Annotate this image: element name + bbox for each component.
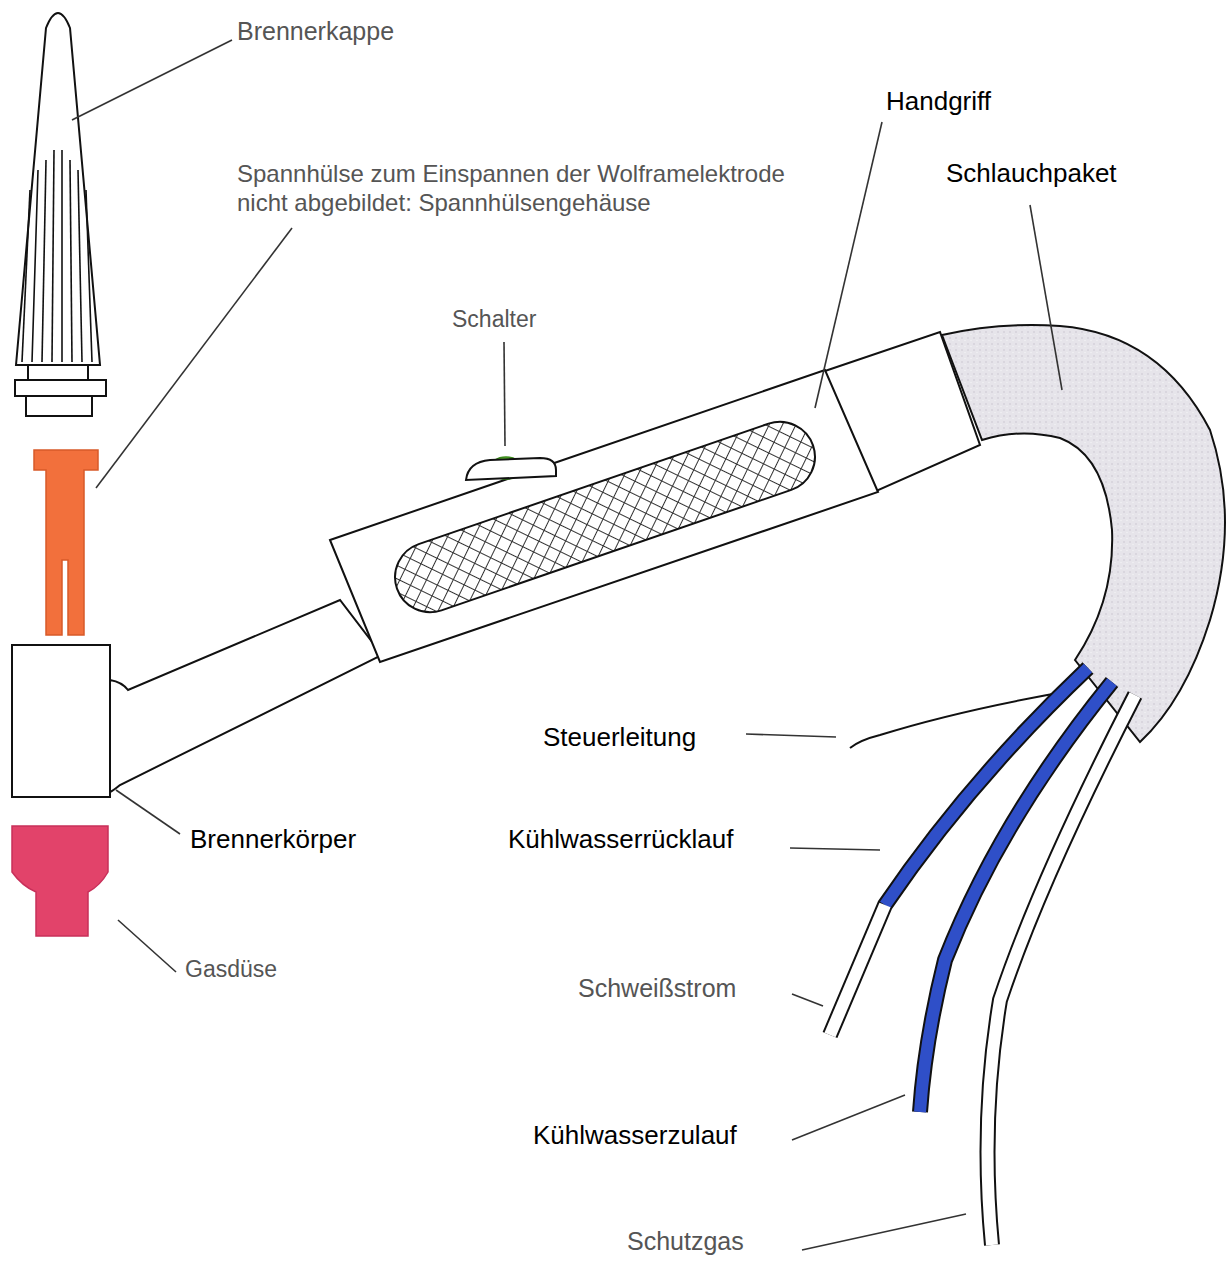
torch-body bbox=[12, 645, 110, 797]
part-label: Brennerkappe bbox=[237, 16, 394, 46]
part-label: Brennerkörper bbox=[190, 824, 356, 855]
collet bbox=[34, 450, 98, 635]
torch-neck bbox=[110, 600, 382, 792]
cables bbox=[830, 668, 1135, 1245]
part-label: Steuerleitung bbox=[543, 722, 696, 753]
part-label: Schweißstrom bbox=[578, 973, 736, 1003]
part-label: Schalter bbox=[452, 306, 536, 334]
part-label: Spannhülse zum Einspannen der Wolframele… bbox=[237, 160, 797, 218]
part-label: Schutzgas bbox=[627, 1226, 744, 1256]
handle bbox=[330, 370, 878, 662]
part-label: Schlauchpaket bbox=[946, 158, 1117, 189]
torch-cap bbox=[15, 13, 106, 416]
leader-lines bbox=[72, 40, 1062, 1250]
gas-nozzle bbox=[12, 826, 108, 936]
part-label: Kühlwasserzulauf bbox=[533, 1120, 737, 1151]
part-label: Handgriff bbox=[886, 86, 991, 117]
part-label: Kühlwasserrücklauf bbox=[508, 824, 733, 855]
switch bbox=[466, 457, 556, 480]
grip-mesh bbox=[386, 412, 825, 621]
part-label: Gasdüse bbox=[185, 956, 277, 984]
